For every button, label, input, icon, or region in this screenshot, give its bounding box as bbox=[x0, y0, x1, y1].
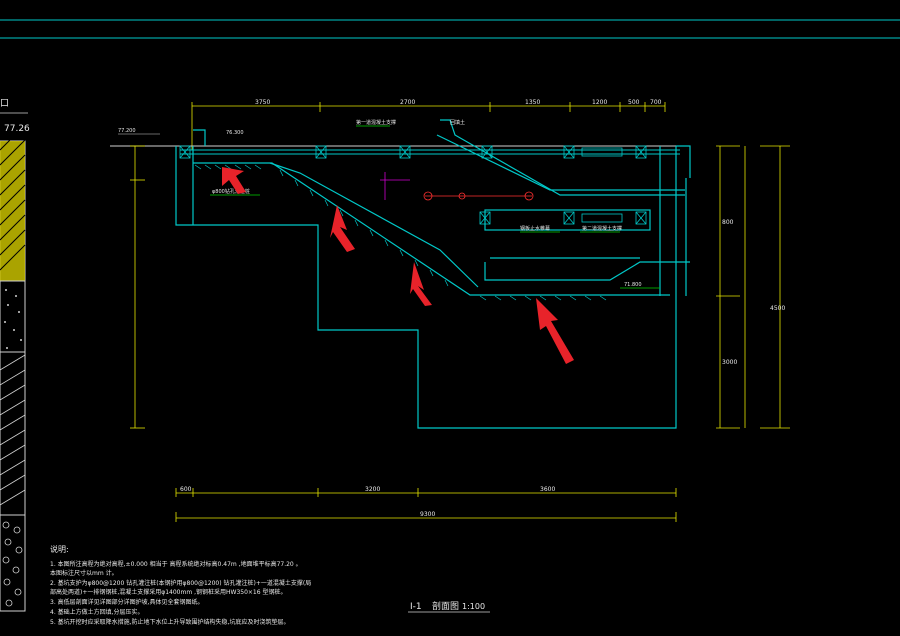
dim-bottom-1: 600 bbox=[180, 486, 192, 493]
dim-right-1: 800 bbox=[722, 219, 734, 226]
title-block: I-1 剖面图 1:100 bbox=[408, 600, 490, 613]
legend-dots bbox=[4, 289, 22, 349]
left-wall-outline bbox=[175, 146, 677, 429]
elevation-label-ground: 77.200 bbox=[118, 128, 136, 134]
note-2b: 部高处两道)+一排钢钢桩,混凝土支撑采用φ1400mm ,钢钢桩采用HW350×… bbox=[50, 588, 286, 596]
dim-top-4: 1200 bbox=[592, 99, 607, 106]
strut-upper bbox=[440, 119, 685, 196]
arrow-2 bbox=[330, 205, 355, 252]
strut-x-braces bbox=[179, 145, 647, 225]
dim-top-5: 500 bbox=[628, 99, 640, 106]
note-1: 1. 本图所注高程为绝对高程,±0.000 相当于 高程系统绝对标高0.47m … bbox=[50, 560, 302, 568]
slope-lower bbox=[269, 162, 479, 288]
callout-3: 钢板止水帷幕 bbox=[520, 225, 550, 232]
legend-strip: 口 77.26 bbox=[0, 99, 30, 612]
strut-upper-2 bbox=[436, 134, 685, 191]
legend-hatch-2 bbox=[0, 354, 26, 506]
note-2: 2. 基坑支护为φ800@1200 钻孔灌注桩(本钢护用φ800@1200) 钻… bbox=[50, 579, 311, 587]
dim-top-6: 700 bbox=[650, 99, 662, 106]
inner-box bbox=[484, 209, 651, 231]
arrow-4 bbox=[536, 298, 574, 364]
callout-2: 第二道混凝土支撑 bbox=[582, 225, 622, 232]
bracket-right bbox=[676, 145, 691, 178]
slope-hatching bbox=[194, 164, 607, 301]
callout-5: 回填土 bbox=[450, 119, 465, 126]
red-dimension bbox=[423, 191, 534, 201]
dim-top-1: 3750 bbox=[255, 99, 270, 106]
right-dimension-chain bbox=[716, 145, 790, 429]
elevation-label-bottom: 71.800 bbox=[624, 282, 642, 288]
callout-1: 第一道混凝土支撑 bbox=[356, 119, 396, 126]
section-title: I-1 bbox=[410, 602, 422, 612]
legend-header: 口 bbox=[0, 99, 9, 109]
dim-top-2: 2700 bbox=[400, 99, 415, 106]
arrow-3 bbox=[410, 262, 432, 306]
notes-block: 说明: 1. 本图所注高程为绝对高程,±0.000 相当于 高程系统绝对标高0.… bbox=[50, 544, 311, 626]
legend-circles bbox=[2, 521, 23, 607]
dim-top-3: 1350 bbox=[525, 99, 540, 106]
legend-hatch-fill bbox=[0, 141, 25, 281]
scale-label: 77.26 bbox=[4, 124, 30, 134]
bracket-upper bbox=[193, 129, 206, 146]
top-strut-line bbox=[180, 149, 680, 155]
magenta-lines bbox=[380, 172, 410, 200]
retaining-structure bbox=[175, 119, 691, 429]
dim-bottom-3: 3600 bbox=[540, 486, 555, 493]
callout-4: φ800钻孔灌注桩 bbox=[212, 188, 250, 195]
slope-upper bbox=[193, 162, 670, 296]
legend-hatch-lines bbox=[0, 139, 26, 271]
section-scale: 1:100 bbox=[462, 602, 485, 611]
bottom-dimension-chain bbox=[175, 488, 677, 522]
note-5: 5. 基坑开挖时应采取降水措施,防止地下水位上升导致围护结构失稳,坑底应及时浇筑… bbox=[50, 618, 289, 626]
note-3: 3. 高低层剖面详见详图部分详图护坡,具体见全套钢图纸。 bbox=[50, 598, 204, 606]
strut-lower bbox=[484, 261, 690, 281]
left-dimension-chain bbox=[130, 145, 145, 429]
dim-right-3: 4500 bbox=[770, 305, 785, 312]
annotation-arrows bbox=[222, 167, 574, 364]
note-1b: 本图标注尺寸以mm 计。 bbox=[50, 569, 118, 577]
dim-bottom-total: 9300 bbox=[420, 511, 435, 518]
top-dimension-chain bbox=[191, 102, 666, 150]
notes-title: 说明: bbox=[50, 544, 69, 554]
elevation-label-mid: 76.300 bbox=[226, 130, 244, 136]
arrow-1 bbox=[222, 167, 246, 194]
section-name: 剖面图 bbox=[432, 600, 459, 612]
note-4: 4. 基础上方做土方回填,分层压实。 bbox=[50, 608, 144, 616]
dim-bottom-2: 3200 bbox=[365, 486, 380, 493]
dim-right-2: 3000 bbox=[722, 359, 737, 366]
callout-leaders bbox=[210, 125, 660, 289]
